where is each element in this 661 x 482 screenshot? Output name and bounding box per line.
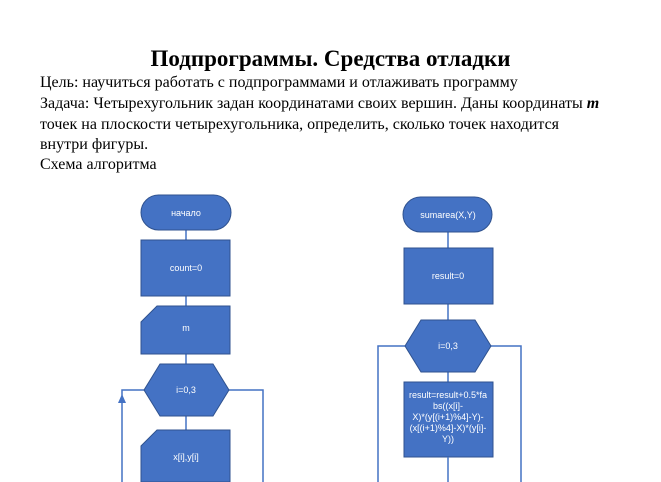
right-start-label: sumarea(X,Y) <box>420 210 476 220</box>
left-loop-label: i=0,3 <box>176 385 196 395</box>
right-loop-label: i=0,3 <box>438 341 458 351</box>
goal-text: Цель: научиться работать с подпрограммам… <box>40 74 518 91</box>
right-calc-process <box>403 381 494 458</box>
left-loop-hexagon <box>143 363 230 417</box>
right-init-process <box>403 247 494 305</box>
right-calc-line-5: Y)) <box>442 434 454 444</box>
left-input-shape <box>140 305 231 355</box>
right-calc-line-4: (x[(i+1)%4]-X)*(y[i]- <box>410 423 487 433</box>
right-loop-hexagon <box>404 319 492 373</box>
left-init-process <box>140 239 231 297</box>
scheme-label: Схема алгоритма <box>40 156 157 173</box>
left-start-terminator <box>140 194 232 231</box>
left-loop-arrow <box>118 394 126 403</box>
left-read-shape <box>140 429 231 482</box>
task-text: Задача: Четырехугольник задан координата… <box>40 95 587 112</box>
right-calc-line-1: result=result+0.5*fa <box>409 390 487 400</box>
task-line-3: внутри фигуры. <box>40 136 149 153</box>
right-connectors <box>377 232 522 482</box>
left-init-label: count=0 <box>170 263 202 273</box>
left-read-label: x[i],y[i] <box>173 452 199 462</box>
left-connectors <box>121 230 264 482</box>
left-start-label: начало <box>171 208 201 218</box>
task-variable-m: m <box>586 95 600 112</box>
left-input-label: m <box>182 323 190 333</box>
right-init-label: result=0 <box>432 271 464 281</box>
task-line-1: Задача: Четырехугольник задан координата… <box>40 95 599 113</box>
page-title: Подпрограммы. Средства отладки <box>150 46 511 71</box>
right-calc-line-3: X)*(y[(i+1)%4]-Y)- <box>412 412 483 422</box>
task-line-2: точек на плоскости четырехугольника, опр… <box>40 116 560 133</box>
right-calc-line-2: bs((x[i]- <box>433 401 463 411</box>
right-start-terminator <box>402 196 493 233</box>
